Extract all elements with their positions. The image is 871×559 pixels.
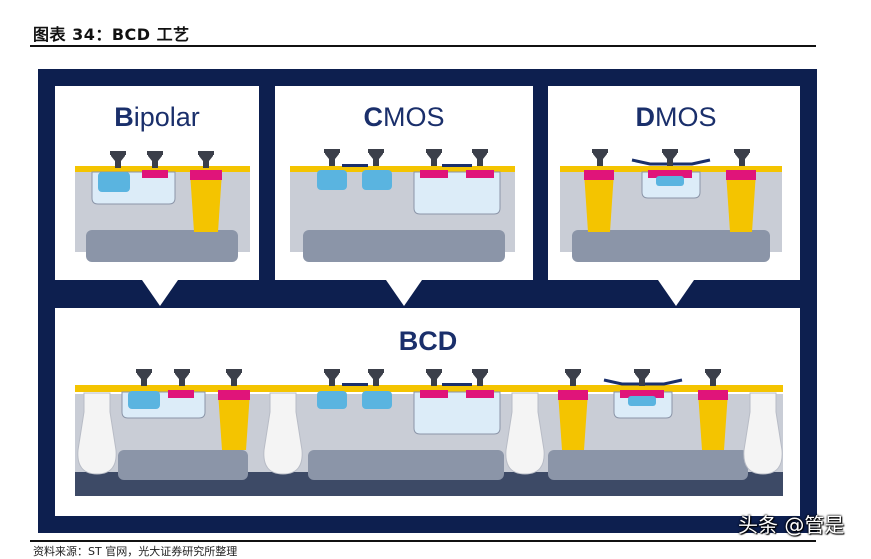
- dmos-label: DMOS: [635, 102, 716, 132]
- bipolar-panel: Bipolar: [55, 86, 259, 306]
- bcd-label: BCD: [399, 326, 458, 356]
- figure-title: 图表 34：BCD 工艺: [33, 25, 190, 44]
- bcd-panel: BCD: [55, 308, 800, 516]
- dmos-panel: DMOS: [548, 86, 800, 306]
- bipolar-label: Bipolar: [114, 102, 200, 132]
- source-rule: [30, 540, 816, 542]
- cmos-panel: CMOS: [275, 86, 533, 306]
- source-note: 资料来源：ST 官网，光大证券研究所整理: [33, 545, 238, 558]
- watermark: 头条 @管是: [738, 513, 845, 537]
- cmos-label: CMOS: [363, 102, 444, 132]
- title-rule: [30, 45, 816, 47]
